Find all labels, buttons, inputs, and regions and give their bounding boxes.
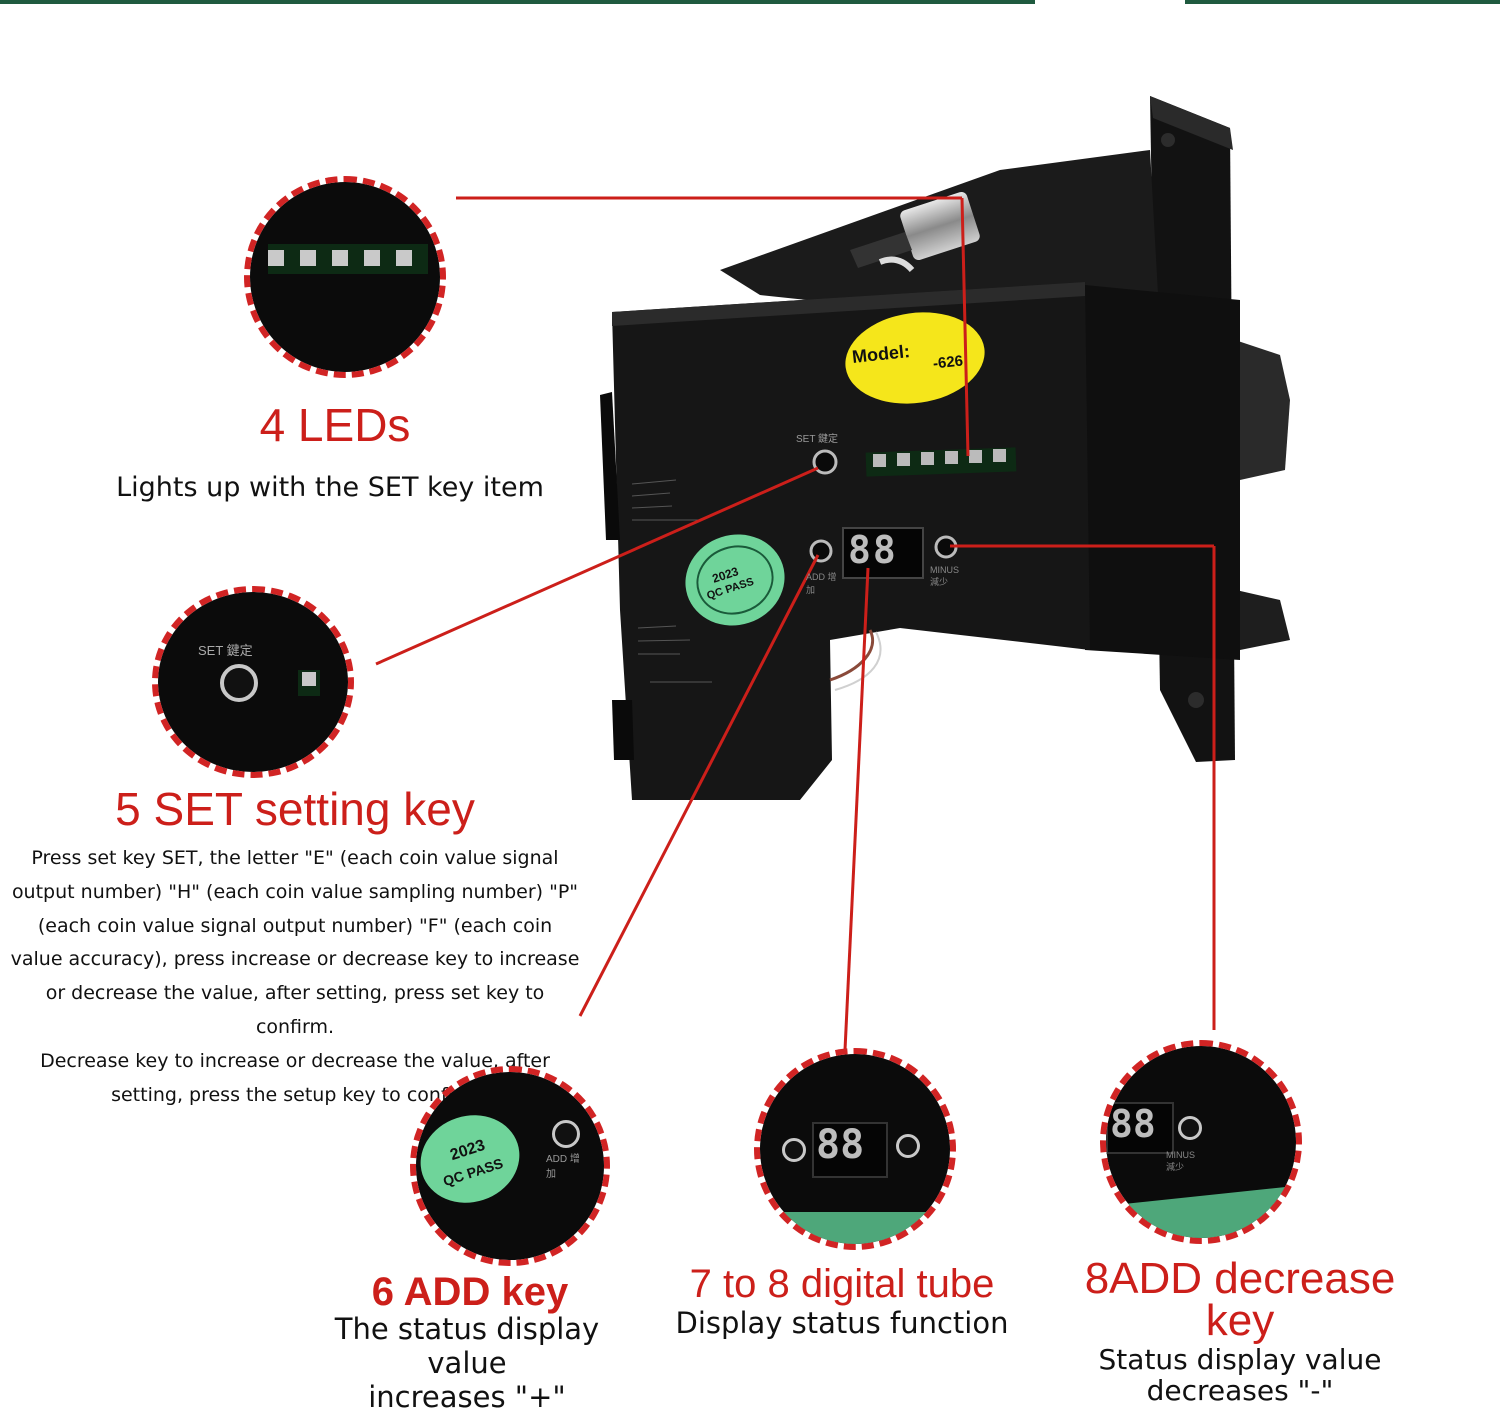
leds-title: 4 LEDs xyxy=(259,399,411,451)
leader-lines xyxy=(375,196,1216,1051)
set-key-desc-line: setting, press the setup key to confirm xyxy=(111,1083,479,1106)
add-key-desc-line: increases "+" xyxy=(368,1380,566,1414)
set-key-desc-line: (each coin value signal output number) "… xyxy=(37,914,553,937)
device-set-button xyxy=(812,449,838,475)
add-key-desc-line: The status display value xyxy=(334,1312,600,1380)
digital-tube-desc: Display status function xyxy=(675,1306,1009,1340)
model-number: -626 xyxy=(932,352,964,373)
top-accent-bar xyxy=(0,0,1500,4)
display-digits: 88 xyxy=(848,528,898,572)
device-led-strip xyxy=(865,447,1017,477)
minus-key-label: MINUS 減少 xyxy=(930,565,959,587)
set-key-desc-line: value accuracy), press increase or decre… xyxy=(10,948,580,971)
leds-desc: Lights up with the SET key item xyxy=(116,472,544,503)
metal-shaft xyxy=(900,192,980,260)
set-key-desc: Press set key SET, the letter "E" (each … xyxy=(10,842,580,1112)
decrease-key-dashed-ring xyxy=(1100,1040,1302,1244)
model-sticker xyxy=(845,312,985,404)
digital-tube-dashed-ring xyxy=(754,1048,956,1250)
add-key-dashed-ring xyxy=(410,1066,610,1266)
leds-dashed-ring xyxy=(244,176,446,378)
top-bar-gap xyxy=(1035,0,1185,4)
set-key-desc-line: Press set key SET, the letter "E" (each … xyxy=(31,847,559,869)
digital-tube-title: 7 to 8 digital tube xyxy=(689,1262,995,1306)
decrease-key-title-line: 8ADD decrease xyxy=(1084,1254,1396,1303)
decrease-key-desc-line: decreases "-" xyxy=(1146,1374,1334,1407)
decrease-key-desc: Status display value decreases "-" xyxy=(1070,1344,1410,1406)
set-key-desc-line: Decrease key to increase or decrease the… xyxy=(40,1049,550,1072)
device-add-button xyxy=(809,539,833,563)
add-key-title: 6 ADD key xyxy=(371,1270,569,1314)
set-key-desc-line: output number) "H" (each coin value samp… xyxy=(11,880,579,903)
add-key-desc: The status display value increases "+" xyxy=(292,1312,642,1414)
decrease-key-title: 8ADD decrease key xyxy=(1040,1254,1440,1345)
decrease-key-title-line: key xyxy=(1205,1296,1275,1345)
set-key-label: SET 鍵定 xyxy=(796,434,839,445)
add-key-label: ADD 增加 xyxy=(806,572,837,595)
set-key-dashed-ring xyxy=(152,586,354,778)
device-display xyxy=(842,527,924,579)
decrease-key-desc-line: Status display value xyxy=(1098,1343,1382,1376)
set-key-title: 5 SET setting key xyxy=(115,783,475,835)
set-key-desc-line: or decrease the value, after setting, pr… xyxy=(45,982,545,1038)
